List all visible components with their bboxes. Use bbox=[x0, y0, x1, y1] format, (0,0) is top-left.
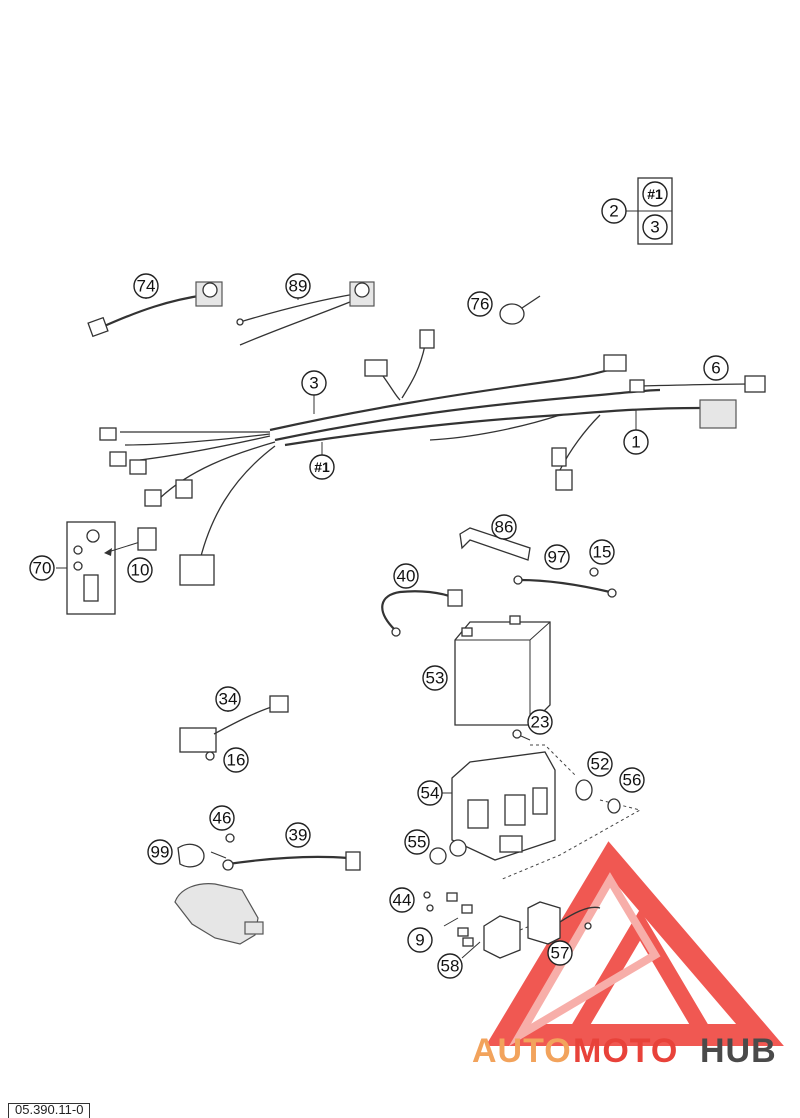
diagram-code: 05.390.11-0 bbox=[8, 1103, 91, 1118]
callout-3-box[interactable]: 3 bbox=[642, 214, 668, 240]
svg-text:53: 53 bbox=[426, 669, 445, 688]
svg-text:9: 9 bbox=[415, 931, 424, 950]
callout-9[interactable]: 9 bbox=[407, 927, 433, 953]
svg-text:#1: #1 bbox=[314, 459, 330, 475]
svg-text:86: 86 bbox=[495, 518, 514, 537]
callout-harness-1[interactable]: #1 bbox=[309, 454, 335, 480]
svg-text:56: 56 bbox=[623, 771, 642, 790]
cable-74 bbox=[87, 281, 223, 338]
svg-text:89: 89 bbox=[289, 277, 308, 296]
battery-cable-40 bbox=[381, 589, 463, 637]
ground-cable-97 bbox=[513, 567, 617, 598]
callout-46[interactable]: 46 bbox=[209, 805, 235, 831]
callout-99[interactable]: 99 bbox=[147, 839, 173, 865]
callout-6[interactable]: 6 bbox=[703, 355, 729, 381]
svg-text:MOTO: MOTO bbox=[573, 1032, 678, 1070]
callout-40[interactable]: 40 bbox=[393, 563, 419, 589]
svg-text:57: 57 bbox=[551, 944, 570, 963]
callout-86[interactable]: 86 bbox=[491, 514, 517, 540]
svg-text:97: 97 bbox=[548, 548, 567, 567]
main-wiring-harness bbox=[99, 329, 737, 586]
callout-56[interactable]: 56 bbox=[619, 767, 645, 793]
svg-text:40: 40 bbox=[397, 567, 416, 586]
svg-text:3: 3 bbox=[650, 218, 659, 237]
svg-text:46: 46 bbox=[213, 809, 232, 828]
svg-text:58: 58 bbox=[441, 957, 460, 976]
relay-bracket-57 bbox=[527, 901, 601, 945]
svg-text:39: 39 bbox=[289, 826, 308, 845]
callout-1[interactable]: 1 bbox=[623, 429, 649, 455]
callout-53[interactable]: 53 bbox=[422, 665, 448, 691]
callout-58[interactable]: 58 bbox=[437, 953, 463, 979]
svg-text:HUB: HUB bbox=[700, 1032, 777, 1070]
battery-holder-54 bbox=[440, 744, 642, 881]
callout-34[interactable]: 34 bbox=[215, 686, 241, 712]
svg-text:AUTO: AUTO bbox=[472, 1032, 572, 1070]
callout-39[interactable]: 39 bbox=[285, 822, 311, 848]
svg-text:76: 76 bbox=[471, 295, 490, 314]
svg-text:54: 54 bbox=[421, 784, 440, 803]
svg-text:10: 10 bbox=[131, 561, 150, 580]
svg-text:#1: #1 bbox=[647, 186, 663, 202]
fuse-set-9 bbox=[423, 891, 546, 959]
callout-15[interactable]: 15 bbox=[589, 539, 615, 565]
cable-6 bbox=[629, 375, 766, 393]
callout-55[interactable]: 55 bbox=[404, 829, 430, 855]
callout-23[interactable]: 23 bbox=[527, 709, 553, 735]
callout-44[interactable]: 44 bbox=[389, 887, 415, 913]
svg-text:52: 52 bbox=[591, 755, 610, 774]
callout-16[interactable]: 16 bbox=[223, 747, 249, 773]
svg-text:15: 15 bbox=[593, 543, 612, 562]
screw-23 bbox=[512, 729, 531, 741]
callout-76[interactable]: 76 bbox=[467, 291, 493, 317]
cable-tie-76 bbox=[499, 295, 541, 325]
watermark-logo bbox=[485, 841, 784, 1047]
svg-text:70: 70 bbox=[33, 559, 52, 578]
callout-54[interactable]: 54 bbox=[417, 780, 443, 806]
svg-text:23: 23 bbox=[531, 713, 550, 732]
svg-text:99: 99 bbox=[151, 843, 170, 862]
svg-text:2: 2 bbox=[609, 202, 618, 221]
callout-70[interactable]: 70 bbox=[29, 555, 55, 581]
callout-89[interactable]: 89 bbox=[285, 273, 311, 299]
callout-97[interactable]: 97 bbox=[544, 544, 570, 570]
svg-text:55: 55 bbox=[408, 833, 427, 852]
svg-text:16: 16 bbox=[227, 751, 246, 770]
callout-3[interactable]: 3 bbox=[301, 370, 327, 396]
svg-text:3: 3 bbox=[309, 374, 318, 393]
callout-52[interactable]: 52 bbox=[587, 751, 613, 777]
watermark-wordmark: AUTO MOTO HUB bbox=[472, 1032, 777, 1070]
starter-motor bbox=[174, 883, 264, 945]
svg-text:34: 34 bbox=[219, 690, 238, 709]
starter-cable-39 bbox=[177, 833, 361, 871]
grommet-52 bbox=[575, 779, 621, 814]
svg-text:74: 74 bbox=[137, 277, 156, 296]
callout-74[interactable]: 74 bbox=[133, 273, 159, 299]
svg-text:44: 44 bbox=[393, 891, 412, 910]
fuse-detail-70 bbox=[56, 521, 157, 615]
callout-harness-1-box[interactable]: #1 bbox=[642, 181, 668, 207]
battery-53 bbox=[454, 615, 551, 726]
svg-text:1: 1 bbox=[631, 433, 640, 452]
regulator-34 bbox=[179, 695, 289, 761]
callout-2[interactable]: 2 bbox=[601, 198, 627, 224]
svg-text:6: 6 bbox=[711, 359, 720, 378]
sleeve-55 bbox=[429, 839, 467, 865]
callout-10[interactable]: 10 bbox=[127, 557, 153, 583]
callout-57[interactable]: 57 bbox=[547, 940, 573, 966]
cable-89 bbox=[236, 281, 375, 346]
